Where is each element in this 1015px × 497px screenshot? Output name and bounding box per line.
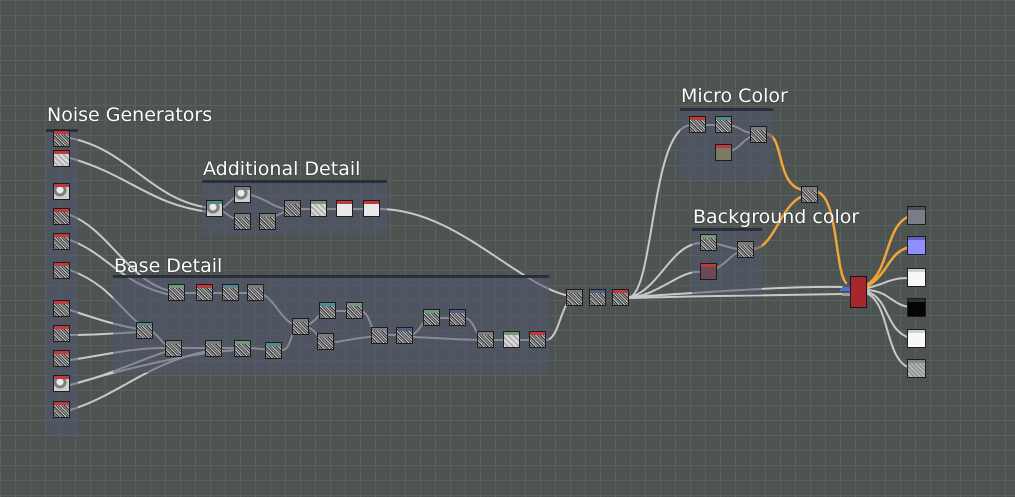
color-node[interactable] <box>700 263 717 280</box>
blend-node[interactable] <box>234 213 251 230</box>
wire-color <box>816 190 848 285</box>
wire <box>379 208 576 298</box>
noise-generator-node[interactable] <box>53 183 70 200</box>
blend-node[interactable] <box>259 213 276 230</box>
blend-node[interactable] <box>477 331 494 348</box>
frame-title-background-color: Background color <box>693 206 860 228</box>
wire <box>69 157 211 213</box>
noise-generator-node[interactable] <box>53 150 70 167</box>
frame-title-micro-color: Micro Color <box>681 85 788 107</box>
blend-node[interactable] <box>310 200 327 217</box>
blend-node[interactable] <box>234 340 251 357</box>
blend-node[interactable] <box>423 309 440 326</box>
blend-node[interactable] <box>206 200 223 217</box>
blend-node[interactable] <box>136 322 153 339</box>
blend-node[interactable] <box>247 284 264 301</box>
noise-generator-node[interactable] <box>53 401 70 418</box>
noise-generator-node[interactable] <box>53 375 70 392</box>
noise-generator-node[interactable] <box>53 208 70 225</box>
noise-generator-node[interactable] <box>53 130 70 147</box>
blend-node[interactable] <box>449 309 466 326</box>
noise-generator-node[interactable] <box>53 325 70 342</box>
blend-node[interactable] <box>336 200 353 217</box>
blend-node[interactable] <box>165 340 182 357</box>
color-node[interactable] <box>715 144 732 161</box>
blend-node[interactable] <box>234 186 251 203</box>
blend-node[interactable] <box>196 284 213 301</box>
wire <box>867 293 911 369</box>
frame-title-noise-generators: Noise Generators <box>47 104 213 126</box>
frame-title-base-detail: Base Detail <box>114 255 223 277</box>
material-input-port[interactable] <box>842 287 850 290</box>
blend-node[interactable] <box>566 289 583 306</box>
blend-node[interactable] <box>396 327 413 344</box>
wire-color <box>866 214 912 286</box>
blend-node[interactable] <box>503 331 520 348</box>
blend-node[interactable] <box>689 116 706 133</box>
noise-generator-node[interactable] <box>53 233 70 250</box>
wire-color <box>866 245 912 288</box>
output-node[interactable] <box>907 268 926 287</box>
blend-node[interactable] <box>371 327 388 344</box>
frame-base-detail[interactable] <box>113 275 549 373</box>
output-node[interactable] <box>907 236 926 255</box>
blend-node[interactable] <box>292 318 309 335</box>
output-node[interactable] <box>907 359 926 378</box>
blend-node[interactable] <box>205 340 222 357</box>
blend-node[interactable] <box>801 186 818 203</box>
wire <box>69 137 211 209</box>
output-node[interactable] <box>907 298 926 317</box>
blend-node[interactable] <box>612 289 629 306</box>
blend-node[interactable] <box>529 331 546 348</box>
blend-node[interactable] <box>265 342 282 359</box>
output-node[interactable] <box>907 206 926 225</box>
blend-node[interactable] <box>346 302 363 319</box>
blend-node[interactable] <box>737 241 754 258</box>
blend-node[interactable] <box>750 126 767 143</box>
blend-node[interactable] <box>700 234 717 251</box>
blend-node[interactable] <box>319 302 336 319</box>
wire <box>867 277 911 289</box>
wire <box>867 289 911 308</box>
blend-node[interactable] <box>317 333 334 350</box>
frame-additional-detail[interactable] <box>202 180 387 235</box>
wire <box>627 242 701 299</box>
material-input-port[interactable] <box>842 293 850 296</box>
blend-node[interactable] <box>222 284 239 301</box>
wire <box>867 291 911 339</box>
noise-generator-node[interactable] <box>53 350 70 367</box>
blend-node[interactable] <box>715 116 732 133</box>
material-output-node[interactable] <box>850 276 867 308</box>
noise-generator-node[interactable] <box>53 300 70 317</box>
frame-title-additional-detail: Additional Detail <box>203 158 361 180</box>
noise-generator-node[interactable] <box>53 262 70 279</box>
blend-node[interactable] <box>363 200 380 217</box>
blend-node[interactable] <box>168 284 185 301</box>
blend-node[interactable] <box>284 200 301 217</box>
wire <box>627 124 691 299</box>
wire <box>627 293 843 299</box>
output-node[interactable] <box>907 329 926 348</box>
blend-node[interactable] <box>589 289 606 306</box>
